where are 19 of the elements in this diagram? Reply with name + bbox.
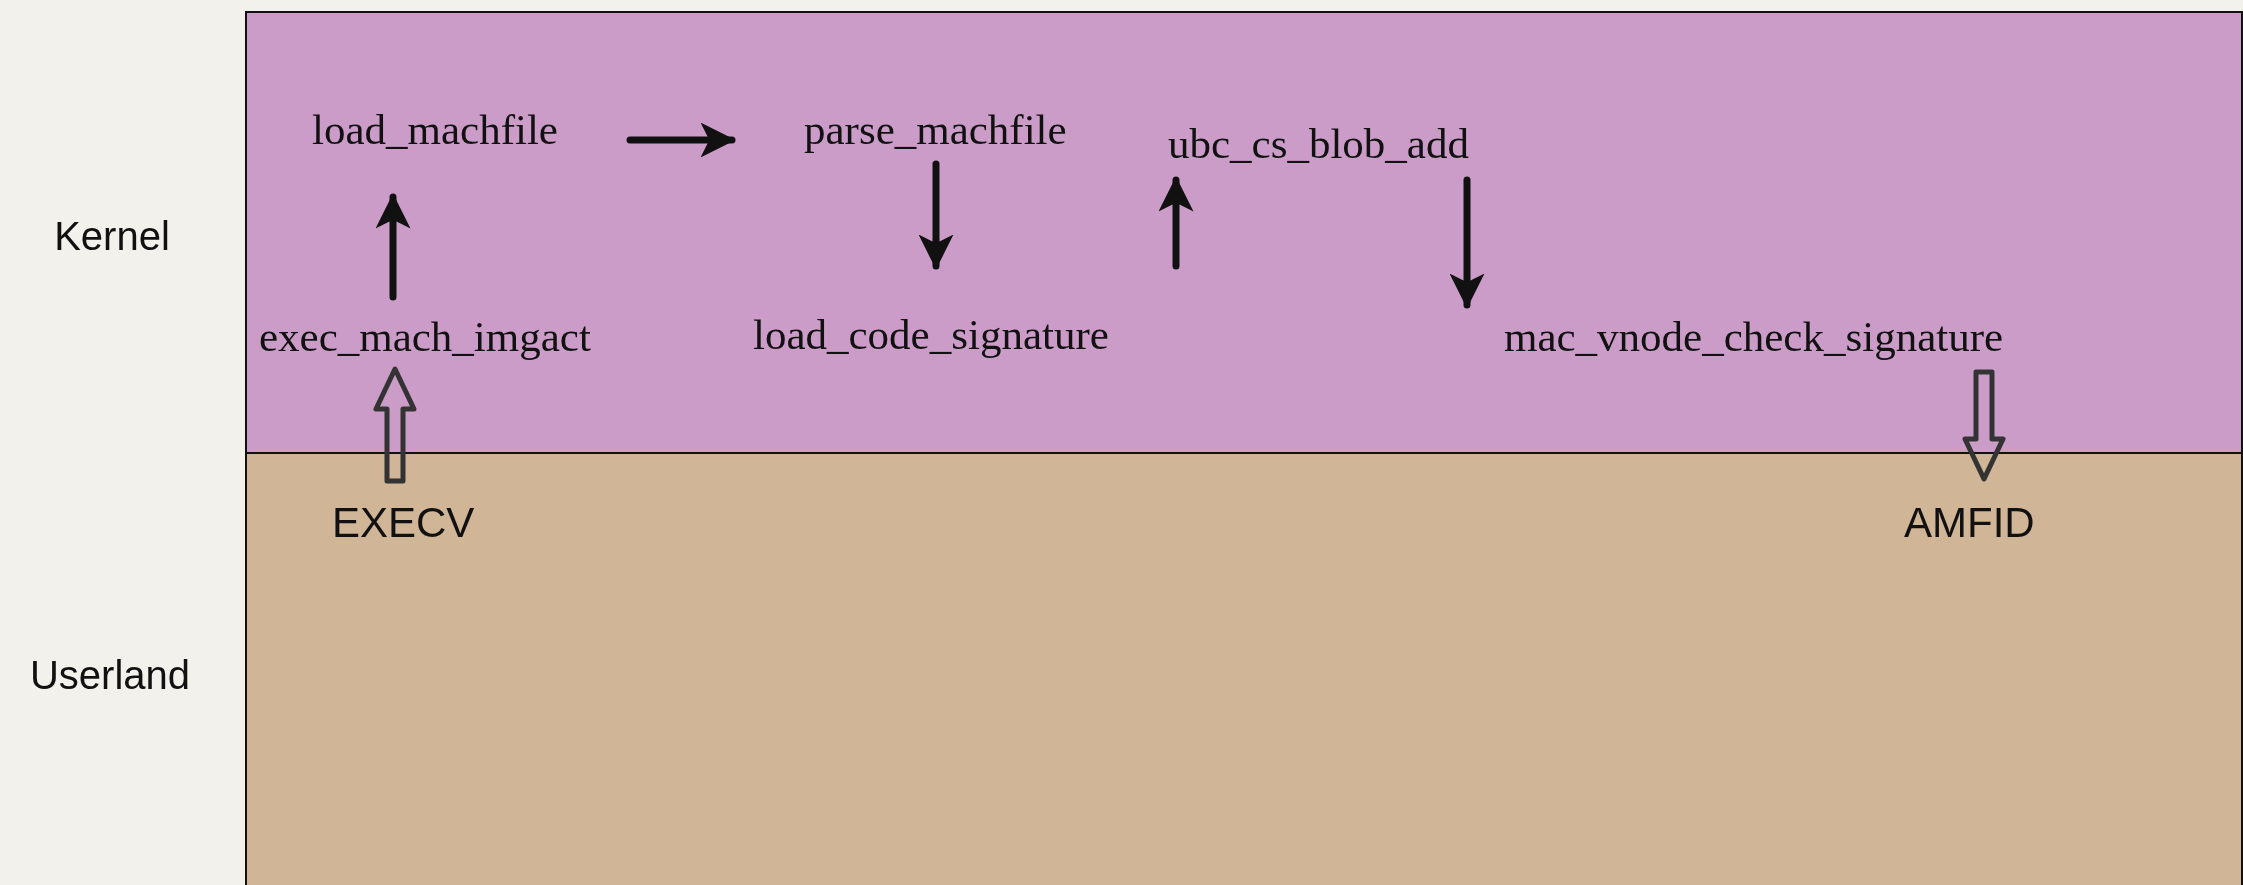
hollow-arrow: [373, 366, 417, 484]
layer-band: [245, 11, 2243, 454]
arrow: [1449, 176, 1485, 309]
function-label: exec_mach_imgact: [252, 299, 602, 371]
function-label: mac_vnode_check_signature: [1462, 307, 2032, 374]
function-label: parse_machfile: [734, 102, 1084, 166]
function-label: ubc_cs_blob_add: [1162, 112, 1502, 182]
function-label: load_machfile: [302, 102, 632, 199]
arrow: [918, 160, 954, 270]
function-label: load_code_signature: [742, 268, 1192, 362]
arrow: [375, 193, 411, 301]
hollow-arrow: [1962, 369, 2006, 482]
layer-label: Kernel: [54, 213, 170, 259]
layer-label: Userland: [29, 652, 191, 698]
function-label: AMFID: [1892, 481, 2062, 551]
function-label: EXECV: [322, 483, 492, 553]
arrow: [626, 122, 736, 158]
arrow: [1158, 176, 1194, 270]
layer-band: [245, 452, 2243, 885]
